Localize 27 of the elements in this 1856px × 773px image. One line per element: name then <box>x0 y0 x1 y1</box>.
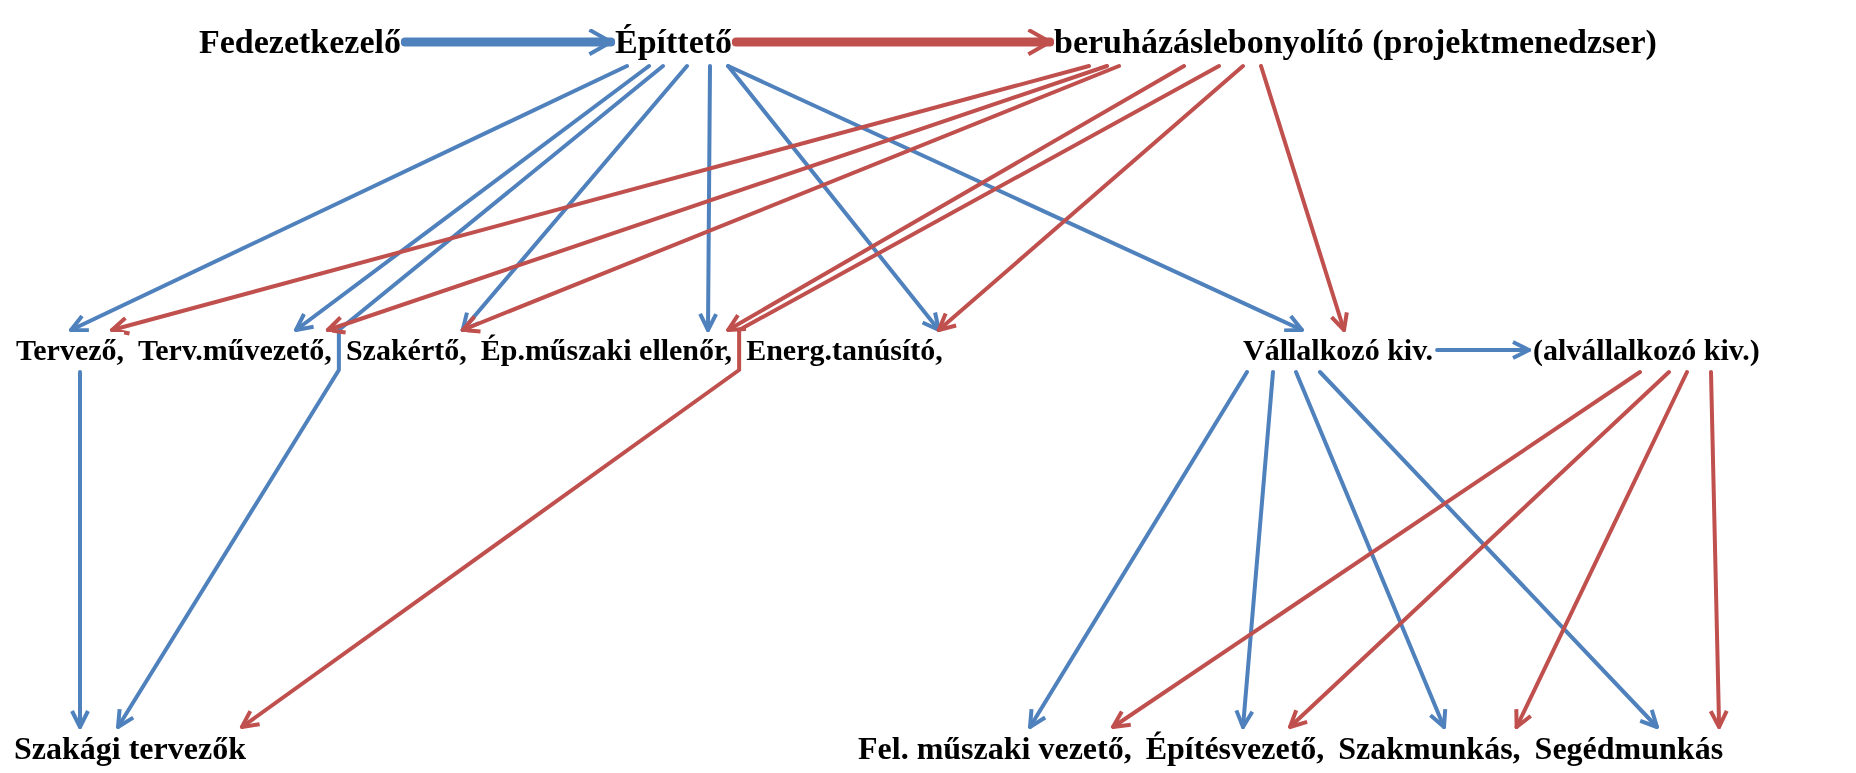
arrow <box>294 64 651 332</box>
arrow <box>325 64 1109 335</box>
arrow <box>1435 340 1531 360</box>
role-label: Ép.műszaki ellenőr, <box>480 332 733 368</box>
arrow <box>400 27 616 57</box>
arrow <box>110 64 1091 336</box>
arrow <box>1708 370 1729 729</box>
arrow <box>936 64 1245 332</box>
role-label: Tervező, <box>16 332 125 368</box>
arrow <box>116 64 665 729</box>
arrow <box>1514 370 1689 729</box>
role-label: Építésvezető, <box>1145 729 1325 767</box>
arrow <box>698 64 719 332</box>
arrow <box>726 64 1186 332</box>
arrow <box>1294 370 1448 729</box>
arrow <box>460 64 1121 334</box>
arrow <box>239 64 1221 729</box>
role-label: Építtető <box>615 22 733 62</box>
role-label: Terv.művezető, <box>138 332 332 368</box>
role-label: Szakértő, <box>345 332 467 368</box>
arrow <box>726 64 1304 333</box>
arrow <box>70 370 90 729</box>
arrow <box>731 27 1055 57</box>
arrow <box>1259 64 1349 332</box>
arrow <box>1234 370 1275 729</box>
arrow <box>69 64 629 333</box>
arrow <box>1111 370 1642 729</box>
